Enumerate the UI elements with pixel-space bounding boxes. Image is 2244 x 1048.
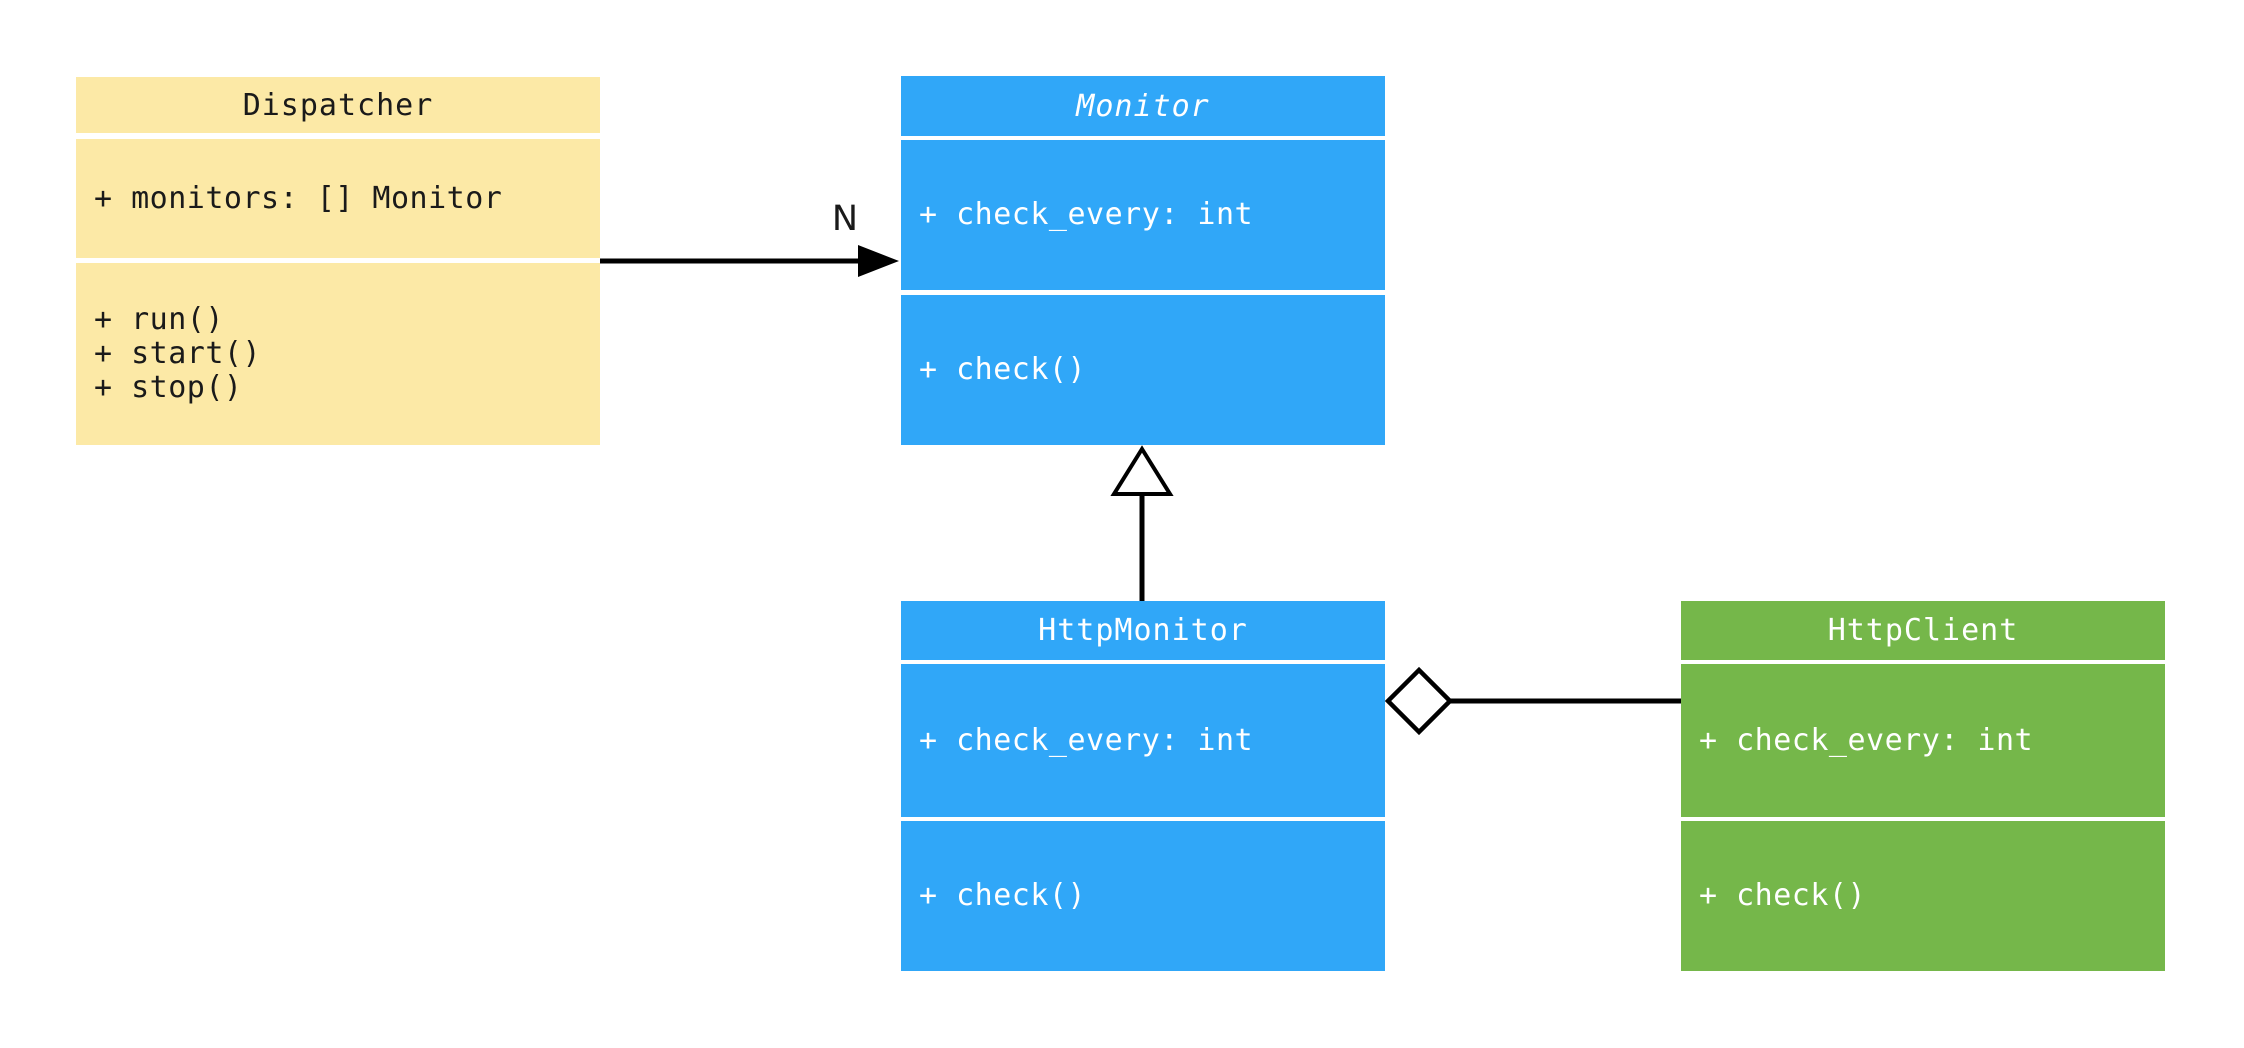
class-title: HttpClient [1681, 601, 2165, 660]
attributes-section: + check_every: int [901, 140, 1385, 290]
filled-arrowhead-icon [858, 245, 899, 277]
attribute-line: + check_every: int [1699, 722, 2034, 758]
method-line: + check() [1699, 878, 1867, 913]
attributes-section: + check_every: int [901, 664, 1385, 817]
attribute-line: + check_every: int [919, 197, 1254, 232]
class-title: HttpMonitor [901, 601, 1385, 660]
class-dispatcher: Dispatcher + monitors: [] Monitor + run(… [76, 77, 600, 445]
hollow-diamond-icon [1384, 666, 1454, 736]
hollow-triangle-icon [1110, 445, 1174, 496]
association-dispatcher-to-monitor [600, 245, 899, 277]
class-title: Dispatcher [76, 77, 600, 133]
methods-section: + check() [1681, 821, 2165, 971]
attribute-line: + monitors: [] Monitor [94, 180, 503, 216]
aggregation-httpmonitor-to-httpclient [1384, 666, 1681, 736]
method-line: + check() [919, 878, 1087, 913]
method-line: + run() [94, 302, 224, 337]
method-line: + start() [94, 336, 262, 371]
class-httpmonitor: HttpMonitor + check_every: int + check() [901, 601, 1385, 971]
attribute-line: + check_every: int [919, 722, 1254, 758]
attributes-section: + check_every: int [1681, 664, 2165, 817]
methods-section: + check() [901, 295, 1385, 445]
methods-section: + run() + start() + stop() [76, 263, 600, 445]
attributes-section: + monitors: [] Monitor [76, 139, 600, 258]
class-title: Monitor [901, 76, 1385, 136]
class-monitor: Monitor + check_every: int + check() [901, 76, 1385, 445]
class-httpclient: HttpClient + check_every: int + check() [1681, 601, 2165, 971]
method-line: + stop() [94, 370, 243, 405]
methods-section: + check() [901, 821, 1385, 971]
multiplicity-label: N [831, 199, 858, 239]
method-line: + check() [919, 352, 1087, 387]
generalization-httpmonitor-to-monitor [1110, 445, 1174, 601]
